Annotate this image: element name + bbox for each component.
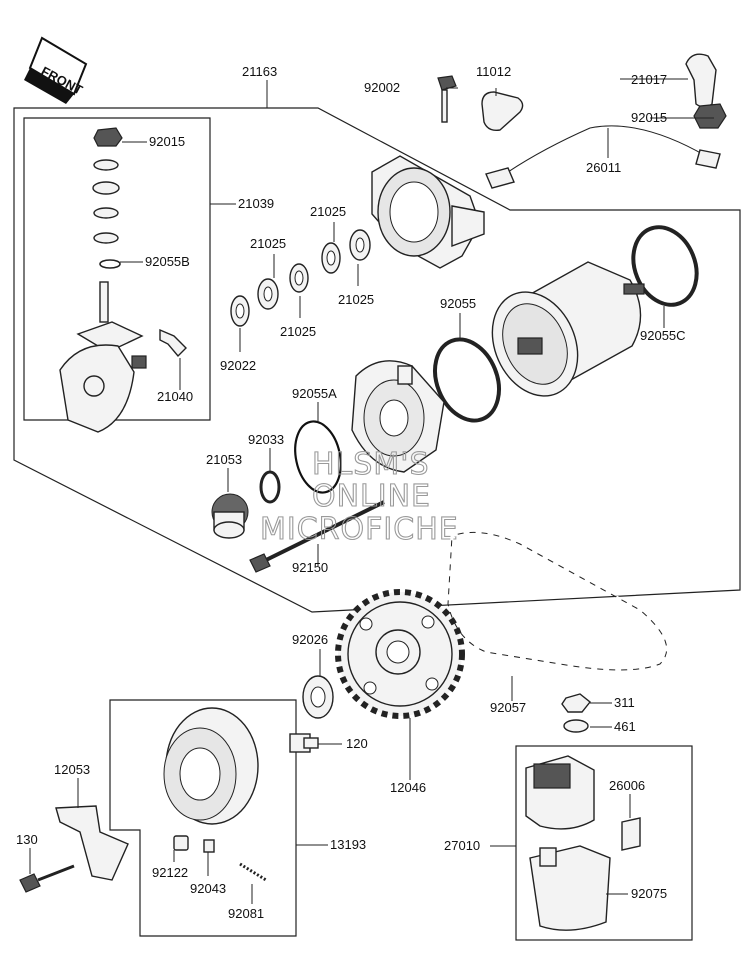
front-arrow-icon: FRONT [24, 36, 88, 104]
rubber-cover-icon [529, 845, 611, 931]
washer-stack-icon [230, 229, 371, 327]
nut-icon [561, 693, 591, 713]
svg-text:ONLINE: ONLINE [312, 479, 431, 514]
bracket-icon [19, 805, 129, 893]
starter-relay-icon [525, 755, 641, 851]
label-92043: 92043 [190, 881, 226, 896]
starter-clutch-icon [163, 707, 267, 882]
label-92055B: 92055B [145, 254, 190, 269]
label-461: 461 [614, 719, 636, 734]
label-21025: 21025 [250, 236, 286, 251]
label-11012: 11012 [476, 64, 511, 79]
label-21163: 21163 [242, 64, 277, 79]
label-92055: 92055 [440, 296, 476, 311]
label-21025: 21025 [310, 204, 346, 219]
washer-icon [563, 719, 589, 733]
label-92022: 92022 [220, 358, 256, 373]
o-ring-icon [294, 420, 342, 494]
brush-holder-box [23, 117, 211, 421]
cap-icon [685, 53, 727, 129]
label-12046: 12046 [390, 780, 426, 795]
relay-box [515, 745, 693, 941]
label-92055A: 92055A [292, 386, 337, 401]
label-92122: 92122 [152, 865, 188, 880]
watermark: HLSM'S ONLINE MICROFICHE [259, 446, 459, 547]
pinion-gear-icon [211, 493, 249, 539]
svg-text:MICROFICHE: MICROFICHE [260, 512, 459, 547]
label-92057: 92057 [490, 700, 526, 715]
long-bolt-icon [249, 500, 385, 573]
bolt-icon [289, 733, 319, 753]
label-21017: 21017 [631, 72, 667, 87]
o-ring-icon [631, 225, 699, 307]
label-21040: 21040 [157, 389, 193, 404]
label-92081: 92081 [228, 906, 264, 921]
terminal-cap-icon [481, 91, 524, 132]
label-92015: 92015 [149, 134, 185, 149]
sprocket-icon [335, 589, 465, 719]
label-92026: 92026 [292, 632, 328, 647]
chain-icon [446, 530, 669, 672]
label-130: 130 [16, 832, 38, 847]
label-92033: 92033 [248, 432, 284, 447]
label-27010: 27010 [444, 838, 480, 853]
brush-bolt-icon [59, 281, 187, 433]
label-92015: 92015 [631, 110, 667, 125]
label-311: 311 [614, 695, 635, 710]
label-120: 120 [346, 736, 368, 751]
label-13193: 13193 [330, 837, 366, 852]
starter-group-box [13, 107, 741, 613]
part-labels: 21163 92002 11012 21017 92015 92015 2601… [16, 64, 686, 921]
svg-text:HLSM'S: HLSM'S [312, 447, 430, 482]
clutch-box [109, 699, 297, 937]
label-12053: 12053 [54, 762, 90, 777]
label-92075: 92075 [631, 886, 667, 901]
circlip-icon [259, 470, 281, 504]
label-92055C: 92055C [640, 328, 686, 343]
end-cover-icon [371, 155, 485, 269]
starter-motor-icon [491, 261, 645, 397]
leader-lines [29, 78, 714, 904]
label-26006: 26006 [609, 778, 645, 793]
front-cover-icon [351, 360, 445, 473]
label-26011: 26011 [586, 160, 621, 175]
nut-icon [92, 127, 123, 269]
o-ring-icon [433, 337, 501, 423]
label-92150: 92150 [292, 560, 328, 575]
label-21053: 21053 [206, 452, 242, 467]
cable-icon [485, 125, 721, 189]
label-21025: 21025 [280, 324, 316, 339]
label-92002: 92002 [364, 80, 400, 95]
label-21039: 21039 [238, 196, 274, 211]
label-21025: 21025 [338, 292, 374, 307]
bolt-icon [437, 75, 457, 123]
